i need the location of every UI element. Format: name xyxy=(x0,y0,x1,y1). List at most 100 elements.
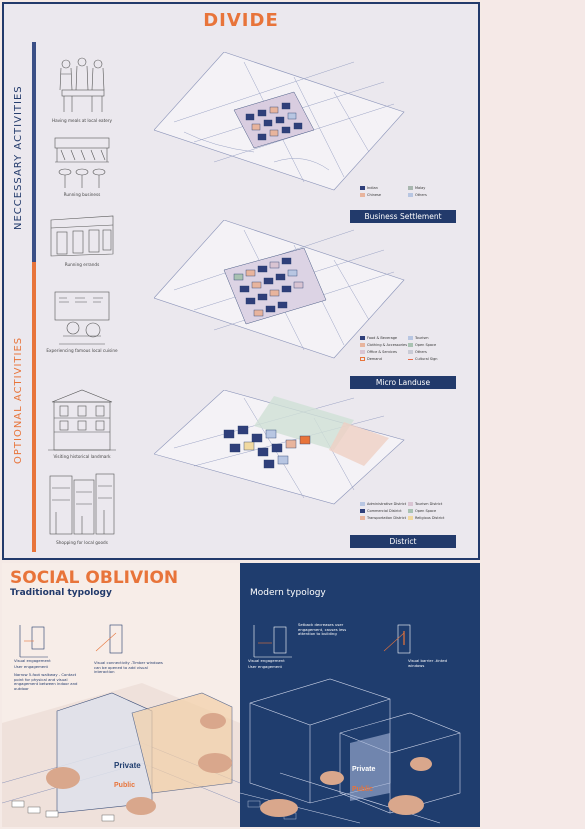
legend-swatch xyxy=(360,502,365,506)
annotation-bubble xyxy=(126,797,156,815)
annotation-bubble xyxy=(320,771,344,785)
legend-swatch xyxy=(360,343,365,347)
legend-item: Administrative District xyxy=(360,502,408,506)
legend-swatch xyxy=(408,186,413,190)
public-label: Public xyxy=(114,782,135,789)
traditional-panel: SOCIAL OBLIVION Traditional typology Vis… xyxy=(2,563,240,827)
annotation-bubble xyxy=(46,767,80,789)
cuisine-sketch-icon xyxy=(54,291,110,345)
legend-item: Food & Beverage xyxy=(360,336,408,340)
activity-caption: Shopping for local goods xyxy=(56,540,108,545)
legend-visual: Visual engagement xyxy=(248,658,285,663)
activity-item: Shopping for local goods xyxy=(42,472,122,545)
legend-item: Indian xyxy=(360,186,408,190)
modern-subtitle: Modern typology xyxy=(250,588,326,598)
legend-visual: Visual engagement xyxy=(14,658,51,663)
modern-note-window: Visual barrier -tinted windows xyxy=(408,658,448,668)
divide-title: DIVIDE xyxy=(203,10,279,31)
necessary-activities-label: NECCESSARY ACTIVITIES xyxy=(13,85,24,230)
traditional-note-walkway: Narrow 5-foot walkway - Contact point fo… xyxy=(14,672,78,692)
legend-swatch xyxy=(360,357,365,361)
legend-item: Others xyxy=(408,350,456,354)
map-label-landuse: Micro Landuse xyxy=(350,376,456,389)
legend-item: Commercial District xyxy=(360,509,408,513)
activity-caption: Having meals at local eatery xyxy=(51,118,113,123)
private-label: Private xyxy=(352,766,375,773)
legend-item: Open Space xyxy=(408,509,456,513)
legend-item: Cultural Sign xyxy=(408,357,456,361)
activity-item: Having meals at local eatery xyxy=(42,54,122,123)
shopping-sketch-icon xyxy=(49,473,115,535)
legend-item: Open Space xyxy=(408,343,456,347)
business-legend: Indian Malay Chinese Others xyxy=(360,186,460,200)
legend-item: Demand xyxy=(360,357,408,361)
legend-swatch xyxy=(360,516,365,520)
business-sketch-icon xyxy=(54,137,110,188)
district-map xyxy=(154,390,405,505)
activity-item: Experiencing famous local cuisine xyxy=(42,288,122,353)
annotation-bubble xyxy=(200,713,226,729)
divide-panel: DIVIDE NECCESSARY ACTIVITIES OPTIONAL AC… xyxy=(2,2,480,560)
public-label: Public xyxy=(352,786,373,793)
necessary-bar xyxy=(32,42,36,262)
annotation-bubble xyxy=(388,795,424,815)
optional-activities-label: OPTIONAL ACTIVITIES xyxy=(13,336,24,464)
activity-item: Running business xyxy=(42,132,122,197)
activity-item: Running errands xyxy=(42,210,122,267)
district-legend: Administrative District Tourism District… xyxy=(360,502,460,523)
blank-margin xyxy=(482,0,585,829)
legend-swatch xyxy=(408,193,413,197)
traditional-note-window: Visual connectivity -Timber windows can … xyxy=(94,660,163,675)
activity-caption: Running business xyxy=(63,192,101,197)
oblivion-title: SOCIAL OBLIVION xyxy=(10,568,179,588)
legend-swatch xyxy=(408,350,413,354)
legend-item: Tourism District xyxy=(408,502,456,506)
map-label-district: District xyxy=(350,535,456,548)
map-label-business: Business Settlement xyxy=(350,210,456,223)
legend-item: Tourism xyxy=(408,336,456,340)
eatery-sketch-icon xyxy=(59,57,105,112)
window-diagram-icon xyxy=(95,624,123,654)
legend-item: Malay xyxy=(408,186,456,190)
social-oblivion-panel: SOCIAL OBLIVION Traditional typology Vis… xyxy=(2,563,480,827)
legend-swatch xyxy=(408,358,413,360)
legend-swatch xyxy=(360,186,365,190)
legend-swatch xyxy=(408,336,413,340)
business-settlement-map xyxy=(154,52,405,191)
modern-note-setback: Setback decreases user engagement, cause… xyxy=(298,622,347,637)
legend-swatch xyxy=(360,509,365,513)
private-label: Private xyxy=(114,761,141,770)
traditional-subtitle: Traditional typology xyxy=(10,588,112,598)
legend-user: User engagement xyxy=(248,664,283,669)
legend-swatch xyxy=(360,350,365,354)
legend-item: Office & Services xyxy=(360,350,408,354)
legend-item: Religious District xyxy=(408,516,456,520)
legend-swatch xyxy=(408,502,413,506)
legend-swatch xyxy=(408,516,413,520)
micro-landuse-map xyxy=(154,220,405,359)
annotation-bubble xyxy=(198,753,232,773)
annotation-bubble xyxy=(410,757,432,771)
walkway-diagram-icon xyxy=(19,625,48,658)
activity-caption: Visiting historical landmark xyxy=(53,454,111,459)
annotation-bubble xyxy=(260,799,298,817)
legend-swatch xyxy=(408,509,413,513)
legend-item: Chinese xyxy=(360,193,408,197)
setback-diagram-icon xyxy=(253,625,292,658)
landmark-sketch-icon xyxy=(48,389,116,451)
legend-user: User engagement xyxy=(14,664,49,669)
landuse-legend: Food & Beverage Tourism Clothing & Acces… xyxy=(360,336,460,364)
modern-panel: Modern typology Visual engagement User e… xyxy=(240,563,480,827)
activity-item: Visiting historical landmark xyxy=(42,388,122,459)
legend-swatch xyxy=(408,343,413,347)
legend-item: Others xyxy=(408,193,456,197)
legend-item: Transportation District xyxy=(360,516,408,520)
errands-sketch-icon xyxy=(50,215,114,257)
legend-swatch xyxy=(360,193,365,197)
activity-caption: Experiencing famous local cuisine xyxy=(46,348,118,353)
legend-swatch xyxy=(360,336,365,340)
tinted-window-diagram-icon xyxy=(383,624,411,654)
activity-caption: Running errands xyxy=(64,262,100,267)
optional-bar xyxy=(32,262,36,552)
